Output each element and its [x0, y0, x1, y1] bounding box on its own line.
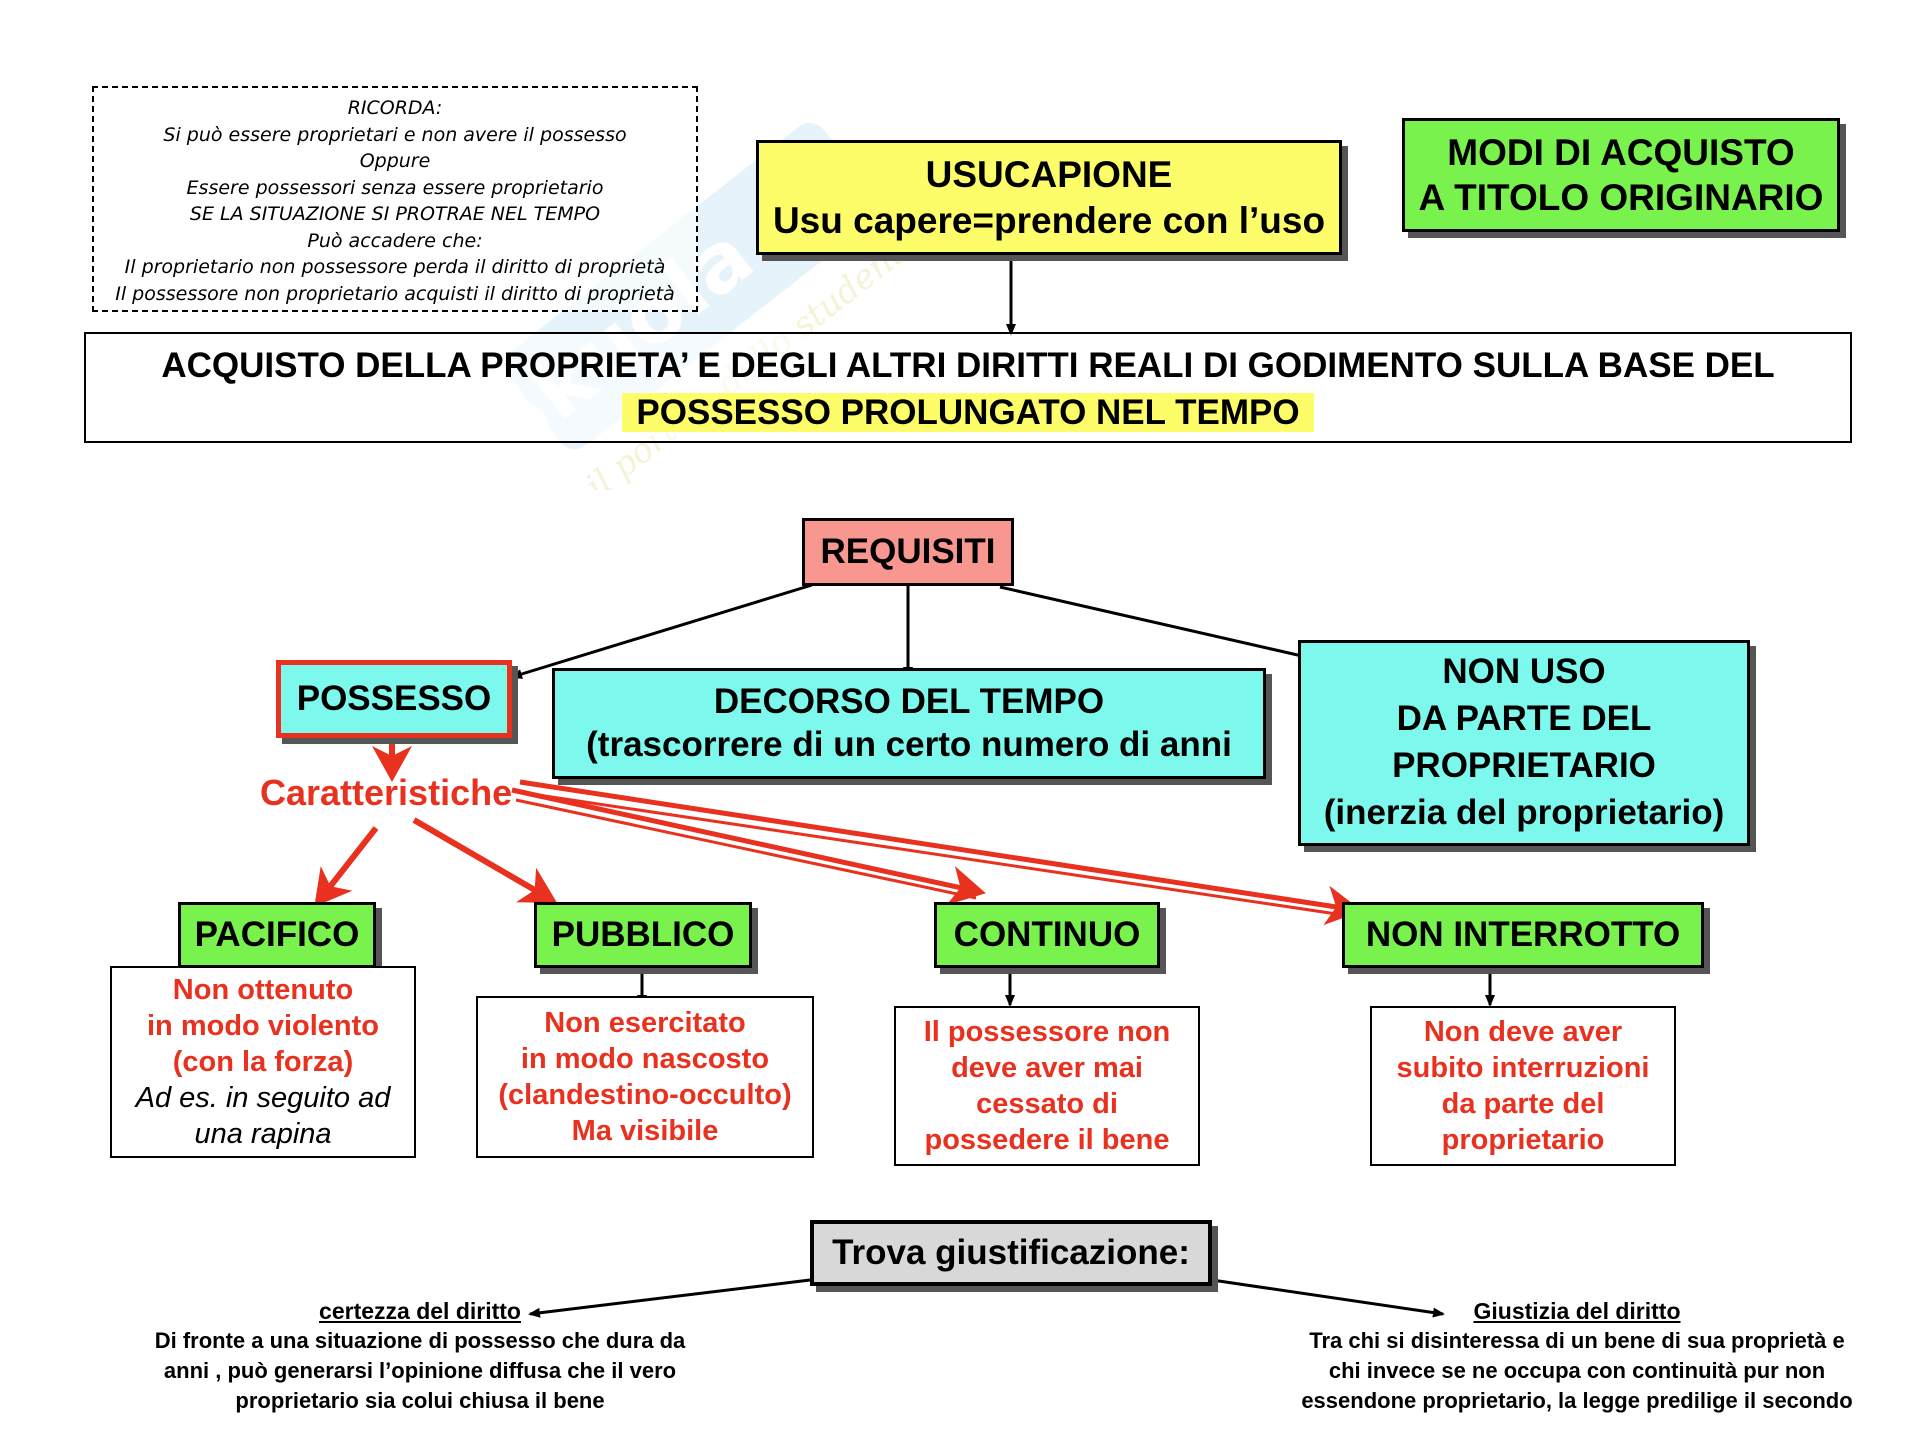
decorso-line1: DECORSO DEL TEMPO [713, 681, 1105, 721]
pubblico-box: PUBBLICO [534, 902, 752, 968]
red-arrow-continuo-2 [515, 798, 977, 900]
definition-box: ACQUISTO DELLA PROPRIETA’ E DEGLI ALTRI … [84, 332, 1852, 443]
red-arrow-non-interrotto [519, 779, 1362, 926]
possesso-label: POSSESSO [296, 678, 492, 718]
giustizia-block: Giustizia del diritto Tra chi si disinte… [1262, 1296, 1892, 1416]
giustificazione-label: Trova giustificazione: [832, 1232, 1190, 1272]
non-interrotto-box: NON INTERROTTO [1342, 902, 1704, 968]
non-uso-line1: NON USO [1442, 652, 1606, 692]
pacifico-desc-line: (con la forza) [172, 1046, 354, 1078]
pacifico-box: PACIFICO [178, 902, 376, 968]
note-line: RICORDA: [347, 97, 443, 119]
note-line: Si può essere proprietari e non avere il… [163, 123, 627, 146]
giustizia-line: essendone proprietario, la legge predili… [1301, 1388, 1853, 1413]
arrow-requisiti-possesso [510, 583, 813, 679]
certezza-line: proprietario sia colui chiusa il bene [235, 1388, 605, 1413]
non-interrotto-desc-line: Non deve aver [1423, 1016, 1623, 1048]
giustificazione-box: Trova giustificazione: [810, 1220, 1212, 1286]
continuo-desc-line: possedere il bene [924, 1124, 1170, 1156]
note-line: Il possessore non proprietario acquisti … [115, 282, 675, 305]
definition-line1: ACQUISTO DELLA PROPRIETA’ E DEGLI ALTRI … [161, 346, 1775, 385]
requisiti-box: REQUISITI [802, 518, 1014, 586]
continuo-desc-line: deve aver mai [951, 1052, 1143, 1084]
pubblico-desc-line: Ma visibile [571, 1115, 719, 1147]
non-uso-line3: PROPRIETARIO [1392, 746, 1656, 785]
certezza-line: anni , può generarsi l’opinione diffusa … [163, 1358, 677, 1383]
pubblico-desc-line: in modo nascosto [520, 1043, 770, 1075]
note-line: Essere possessori senza essere proprieta… [186, 176, 604, 199]
possesso-box: POSSESSO [276, 660, 512, 738]
usucapione-subtitle: Usu capere=prendere con l’uso [772, 199, 1326, 241]
pacifico-label: PACIFICO [194, 914, 360, 954]
modi-line1: MODI DI ACQUISTO [1447, 131, 1795, 173]
caratteristiche-label: Caratteristiche [260, 772, 513, 813]
non-interrotto-label: NON INTERROTTO [1365, 914, 1681, 954]
red-arrow-continuo [511, 787, 986, 906]
continuo-desc: Il possessore non deve aver mai cessato … [894, 1006, 1200, 1166]
usucapione-box: USUCAPIONE Usu capere=prendere con l’uso [756, 140, 1342, 255]
red-arrow-pubblico [412, 817, 558, 904]
modi-line2: A TITOLO ORIGINARIO [1418, 177, 1824, 218]
note-line: Il proprietario non possessore perda il … [124, 256, 666, 278]
reminder-note: RICORDA: Si può essere proprietari e non… [92, 86, 698, 312]
note-line: Può accadere che: [307, 229, 483, 252]
giustizia-line: chi invece se ne occupa con continuità p… [1328, 1358, 1826, 1383]
usucapione-title: USUCAPIONE [925, 154, 1173, 196]
certezza-block: certezza del diritto Di fronte a una sit… [100, 1296, 740, 1416]
continuo-desc-line: Il possessore non [923, 1016, 1171, 1048]
note-line: SE LA SITUAZIONE SI PROTRAE NEL TEMPO [189, 203, 601, 225]
pubblico-label: PUBBLICO [551, 914, 735, 954]
giustizia-line: Tra chi si disinteressa di un bene di su… [1309, 1328, 1845, 1353]
pubblico-desc-line: (clandestino-occulto) [498, 1079, 792, 1111]
non-interrotto-desc: Non deve aver subito interruzioni da par… [1370, 1006, 1676, 1166]
certezza-line: Di fronte a una situazione di possesso c… [154, 1328, 686, 1353]
red-arrow-non-interrotto-2 [517, 790, 1351, 918]
modi-acquisto-box: MODI DI ACQUISTO A TITOLO ORIGINARIO [1402, 118, 1840, 232]
pacifico-desc: Non ottenuto in modo violento (con la fo… [110, 966, 416, 1158]
continuo-desc-line: cessato di [976, 1088, 1118, 1120]
certezza-title: certezza del diritto [319, 1298, 521, 1324]
non-uso-line4: (inerzia del proprietario) [1323, 792, 1725, 832]
decorso-box: DECORSO DEL TEMPO (trascorrere di un cer… [552, 668, 1266, 779]
pubblico-desc: Non esercitato in modo nascosto (clandes… [476, 996, 814, 1158]
continuo-label: CONTINUO [953, 914, 1141, 954]
decorso-line2: (trascorrere di un certo numero di anni [586, 724, 1232, 764]
non-interrotto-desc-line: subito interruzioni [1396, 1052, 1650, 1084]
definition-line2: POSSESSO PROLUNGATO NEL TEMPO [622, 393, 1314, 432]
non-interrotto-desc-line: proprietario [1441, 1124, 1605, 1156]
requisiti-label: REQUISITI [820, 531, 996, 571]
pacifico-example-line: Ad es. in seguito ad [135, 1082, 391, 1114]
note-line: Oppure [359, 150, 431, 172]
continuo-box: CONTINUO [934, 902, 1160, 968]
pacifico-desc-line: in modo violento [147, 1010, 379, 1042]
pacifico-desc-line: Non ottenuto [172, 974, 354, 1006]
non-uso-line2: DA PARTE DEL [1396, 699, 1652, 739]
non-uso-box: NON USO DA PARTE DEL PROPRIETARIO (inerz… [1298, 640, 1750, 846]
red-arrow-pacifico [314, 826, 379, 907]
pacifico-example-line: una rapina [194, 1118, 332, 1150]
giustizia-title: Giustizia del diritto [1473, 1298, 1681, 1324]
non-interrotto-desc-line: da parte del [1441, 1088, 1605, 1120]
pubblico-desc-line: Non esercitato [544, 1007, 746, 1039]
